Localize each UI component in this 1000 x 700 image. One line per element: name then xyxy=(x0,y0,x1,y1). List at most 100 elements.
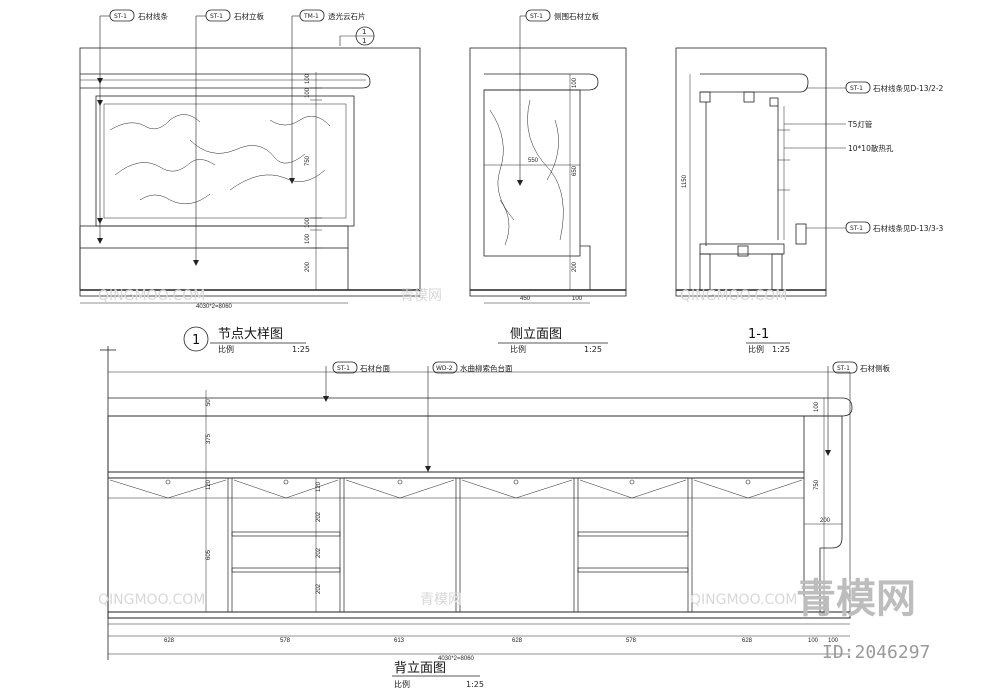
callout-text: 石材侧板 xyxy=(860,363,890,373)
watermark-id: ID:2046297 xyxy=(822,642,930,663)
view-title: 节点大样图 xyxy=(218,327,283,342)
callout-code: TM-1 xyxy=(303,13,319,20)
rear-floor-line xyxy=(107,611,851,619)
stone-side-panel xyxy=(804,415,843,613)
dim-bottom: 100 xyxy=(808,638,819,644)
dim-bottom: 100 xyxy=(828,638,839,644)
side-elevation-view xyxy=(469,9,627,344)
dim-bottom: 578 xyxy=(626,638,637,644)
callout-code: ST-1 xyxy=(210,13,223,20)
dim-label: 202 xyxy=(316,583,322,594)
dim-width: 4030*2=8060 xyxy=(196,304,233,310)
callout-text: 透光云石片 xyxy=(328,11,366,21)
scale-value: 1:25 xyxy=(466,680,484,689)
dim-label: 202 xyxy=(316,547,322,558)
section-frame xyxy=(675,47,827,297)
dim-bottom: 628 xyxy=(512,638,523,644)
watermark-text: QINGMOO.COM xyxy=(98,592,205,608)
cabinet-dividers xyxy=(227,478,693,612)
scale-label: 比例 xyxy=(748,344,764,354)
watermark-brand: 青模网 xyxy=(400,288,442,304)
dim-label: 120 xyxy=(206,479,212,490)
node-callouts xyxy=(100,9,325,22)
callout-code: ST-1 xyxy=(114,13,127,20)
dim-label: 120 xyxy=(316,481,322,492)
dim-label: 200 xyxy=(820,518,831,524)
scale-label: 比例 xyxy=(394,679,410,689)
dim-total: 4030*2=8060 xyxy=(438,656,475,662)
section-moulding xyxy=(700,73,809,93)
dim-label: 202 xyxy=(316,511,322,522)
stone-countertop xyxy=(108,397,853,417)
dim-bottom: 628 xyxy=(742,638,753,644)
section-marker-top: 1 xyxy=(362,28,366,36)
dim-bottom: 628 xyxy=(164,638,175,644)
view-number: 1 xyxy=(192,333,200,348)
view-title: 侧立面图 xyxy=(510,327,562,342)
side-stone-panel xyxy=(483,89,581,257)
translucent-onyx-panel xyxy=(95,95,355,227)
rear-elevation-view xyxy=(100,346,858,677)
dim-bottom: 100 xyxy=(572,296,583,302)
callout-text: 石材线条见D-13/2-2 xyxy=(873,83,944,93)
dim-label: 100 xyxy=(305,73,311,84)
scale-label: 比例 xyxy=(218,344,234,354)
node-detail-view xyxy=(79,16,421,352)
callout-text: 石材立板 xyxy=(234,11,264,21)
dim-label: 100 xyxy=(572,77,578,88)
marble-veins xyxy=(109,114,331,205)
scale-value: 1:25 xyxy=(584,345,602,354)
cabinet-shelves xyxy=(231,531,689,573)
callout-code: ST-1 xyxy=(850,85,863,92)
scale-label: 比例 xyxy=(510,344,526,354)
view-number-circle xyxy=(183,326,209,352)
callout-code: ST-1 xyxy=(837,365,850,372)
callout-code: ST-1 xyxy=(337,365,350,372)
view-title: 背立面图 xyxy=(394,661,446,676)
dim-label: 100 xyxy=(814,401,820,412)
watermark-text: QINGMOO.COM xyxy=(690,592,797,608)
dim-bottom: 578 xyxy=(280,638,291,644)
callout-text: T5灯管 xyxy=(847,119,873,129)
watermark-text: QINGMOO.COM xyxy=(680,288,787,304)
watermark-text: QINGMOO.COM xyxy=(98,288,205,304)
callout-code: WD-2 xyxy=(436,365,453,372)
dim-label: 200 xyxy=(305,261,311,272)
callout-code: ST-1 xyxy=(850,225,863,232)
callout-text: 侧围石材立板 xyxy=(554,11,599,21)
wood-counter-strip xyxy=(107,471,805,479)
callout-text: 10*10散热孔 xyxy=(848,143,894,153)
watermark-brand: 青模网 xyxy=(420,592,462,608)
side-moulding xyxy=(484,73,599,91)
scale-value: 1:25 xyxy=(292,345,310,354)
callout-text: 水曲柳索色台面 xyxy=(460,363,513,373)
view-title: 1-1 xyxy=(748,327,769,342)
dim-label: 100 xyxy=(305,87,311,98)
dim-label: 750 xyxy=(305,155,311,166)
callout-text: 石材线条见D-13/3-3 xyxy=(873,223,944,233)
side-elevation-frame xyxy=(469,47,627,297)
dim-label: 200 xyxy=(572,261,578,272)
callout-text: 石材线条 xyxy=(138,11,168,21)
dim-inner: 550 xyxy=(528,158,539,164)
dim-label: 605 xyxy=(206,549,212,560)
scale-value: 1:25 xyxy=(772,345,790,354)
bottom-band xyxy=(79,225,349,249)
dim-label: 375 xyxy=(206,433,212,444)
callout-code: ST-1 xyxy=(530,13,543,20)
callout-text: 石材台面 xyxy=(360,363,390,373)
dim-label: 100 xyxy=(305,233,311,244)
dim-bottom: 613 xyxy=(394,638,405,644)
section-marker-bottom: 1 xyxy=(362,37,366,45)
dim-height: 1150 xyxy=(682,174,688,188)
stone-moulding xyxy=(80,73,371,89)
section-1-1-view xyxy=(675,47,871,344)
drawer-fronts xyxy=(108,479,804,499)
dim-label: 650 xyxy=(572,165,578,176)
node-detail-frame xyxy=(79,47,421,297)
dim-bottom: 450 xyxy=(520,296,531,302)
dim-label: 100 xyxy=(305,217,311,228)
watermark-brand-large: 青模网 xyxy=(796,575,916,622)
dim-label: 50 xyxy=(206,399,212,406)
